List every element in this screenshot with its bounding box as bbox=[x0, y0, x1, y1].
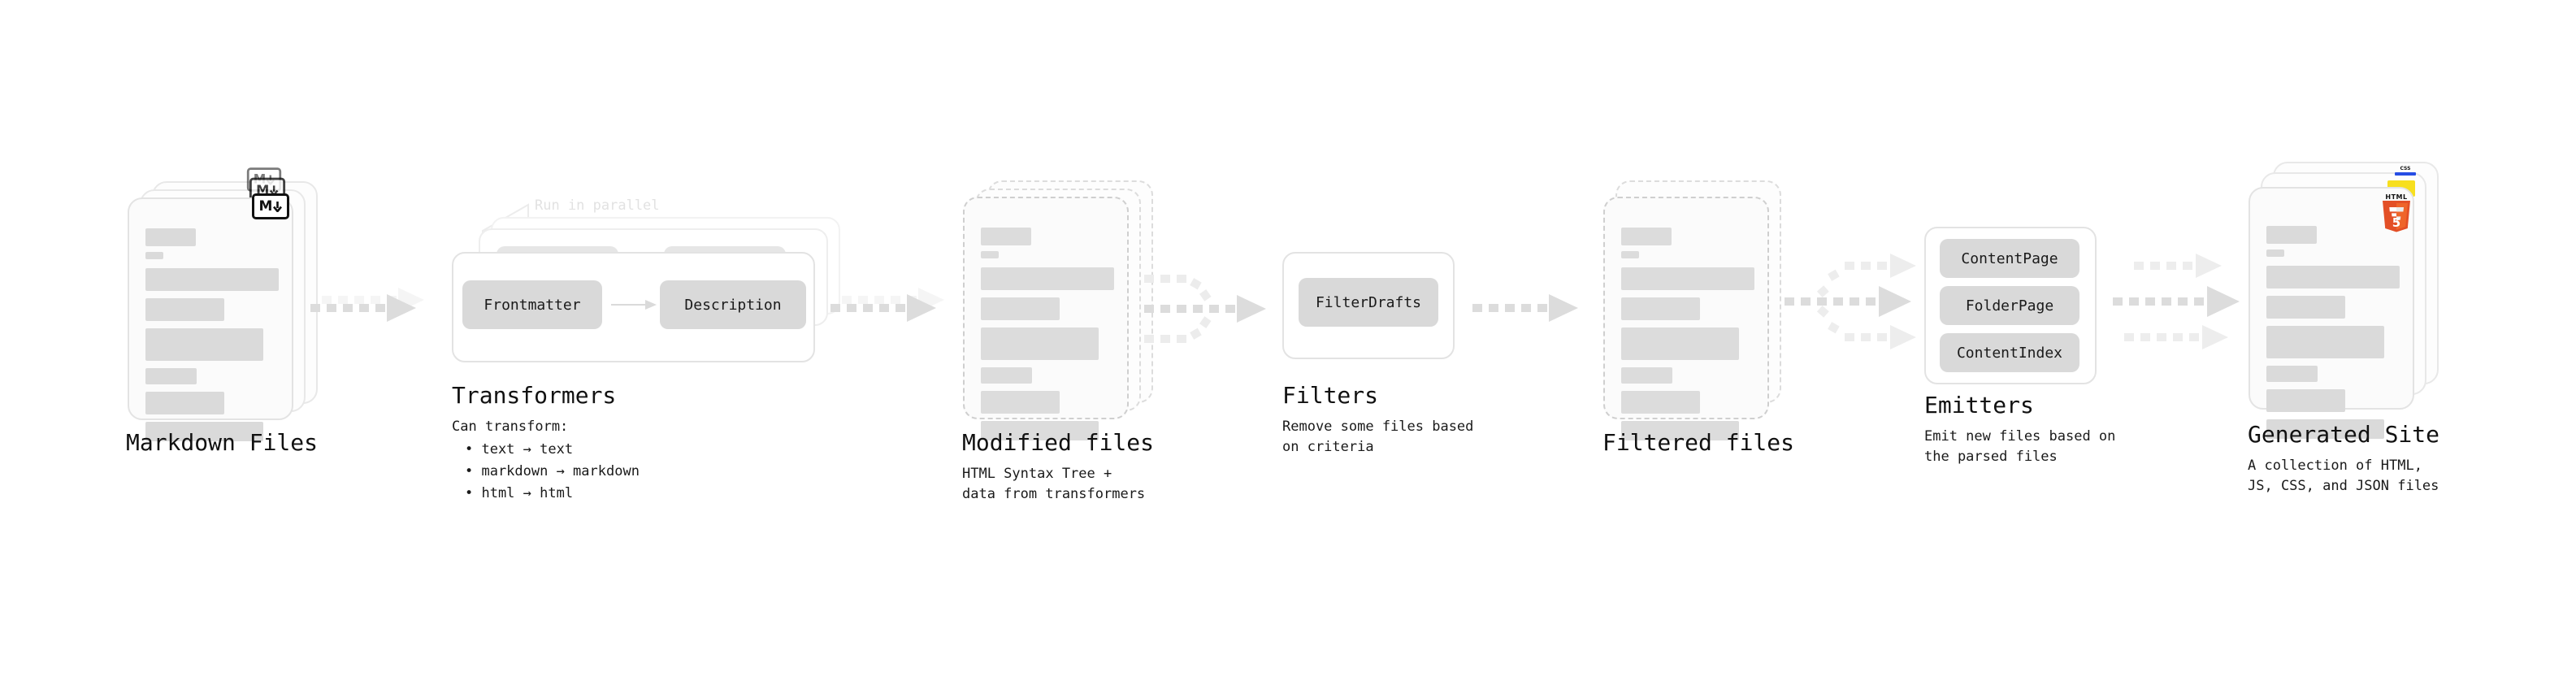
emitters-title: Emitters bbox=[1924, 392, 2034, 419]
emitters-chip-contentpage[interactable]: ContentPage bbox=[1940, 239, 2079, 278]
emitters-subtitle: Emit new files based on the parsed files bbox=[1924, 428, 2116, 465]
arrow-filters-to-filtered bbox=[1472, 283, 1586, 348]
arrow-filtered-to-emitters bbox=[1785, 232, 1939, 371]
transformers-title: Transformers bbox=[452, 382, 617, 409]
transformer-chip-description-label: Description bbox=[684, 296, 782, 314]
transformers-subtitle: Can transform: bbox=[452, 419, 569, 435]
filters-subtitle: Remove some files based on criteria bbox=[1282, 419, 1474, 455]
site-file-placeholder-lines bbox=[2266, 226, 2400, 445]
css-badge-label: CSS bbox=[2400, 166, 2411, 171]
emitters-chip-contentpage-label: ContentPage bbox=[1961, 249, 2058, 267]
transformers-bullet-2: • html → html bbox=[465, 485, 574, 501]
generated-site-title: Generated Site bbox=[2248, 421, 2440, 448]
markdown-file-card bbox=[128, 197, 293, 441]
css-badge-icon: CSS bbox=[2395, 166, 2416, 176]
markdown-badge-letter: M bbox=[258, 197, 273, 215]
modified-file-placeholder-lines bbox=[981, 228, 1114, 446]
emitters-chip-folderpage-label: FolderPage bbox=[1965, 297, 2054, 314]
transformer-chip-description[interactable]: Description bbox=[660, 280, 806, 329]
html5-badge-icon: HTML 5 bbox=[2379, 193, 2413, 232]
filters-title: Filters bbox=[1282, 382, 1379, 409]
transformers-bullet-0: • text → text bbox=[465, 441, 574, 458]
arrow-modified-to-filters bbox=[1144, 260, 1290, 374]
transformer-arrow-main bbox=[611, 300, 657, 310]
transformer-chip-frontmatter[interactable]: Frontmatter bbox=[462, 280, 602, 329]
modified-files-title: Modified files bbox=[962, 429, 1155, 456]
html5-badge-caption: HTML bbox=[2385, 193, 2408, 201]
filters-chip-filterdrafts[interactable]: FilterDrafts bbox=[1299, 278, 1438, 327]
modified-file-card bbox=[963, 197, 1129, 440]
arrow-emitters-to-site bbox=[2113, 232, 2267, 371]
transformers-bullet-1: • markdown → markdown bbox=[465, 463, 640, 479]
html5-badge-number: 5 bbox=[2392, 215, 2400, 230]
emitters-chip-folderpage[interactable]: FolderPage bbox=[1940, 286, 2079, 325]
filtered-files-title: Filtered files bbox=[1602, 429, 1795, 456]
filtered-file-placeholder-lines bbox=[1621, 228, 1754, 446]
arrow-markdown-to-transformers bbox=[310, 283, 424, 348]
filters-chip-filterdrafts-label: FilterDrafts bbox=[1315, 293, 1422, 311]
markdown-badge-icon: M bbox=[252, 193, 289, 219]
filtered-file-card bbox=[1603, 197, 1769, 440]
markdown-file-placeholder-lines bbox=[145, 228, 279, 447]
markdown-files-title: Markdown Files bbox=[126, 429, 319, 456]
emitters-chip-contentindex-label: ContentIndex bbox=[1956, 344, 2063, 362]
arrow-transformers-to-modified bbox=[830, 283, 944, 348]
generated-site-subtitle: A collection of HTML, JS, CSS, and JSON … bbox=[2248, 458, 2439, 494]
modified-files-subtitle: HTML Syntax Tree + data from transformer… bbox=[962, 466, 1146, 502]
transformer-chip-frontmatter-label: Frontmatter bbox=[484, 296, 581, 314]
emitters-chip-contentindex[interactable]: ContentIndex bbox=[1940, 333, 2079, 372]
run-in-parallel-label: Run in parallel bbox=[535, 197, 660, 214]
